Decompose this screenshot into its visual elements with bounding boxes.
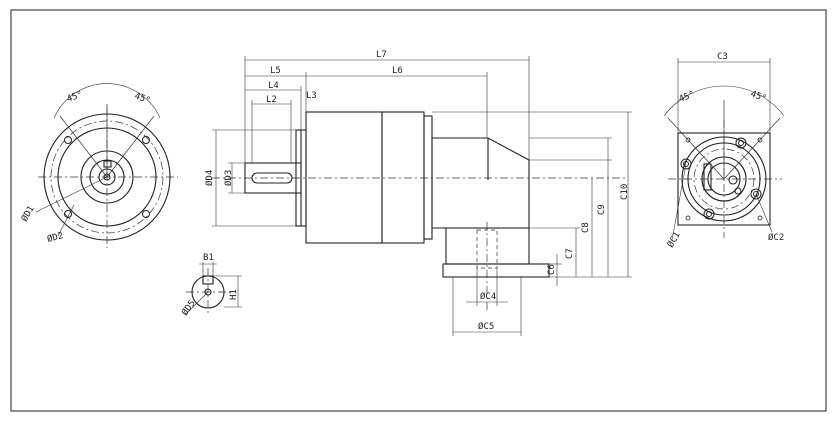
label-b1: B1 [203, 253, 214, 263]
label-l5: L5 [270, 66, 281, 76]
label-l4: L4 [268, 81, 279, 91]
flange-bolt-holes [680, 137, 763, 221]
label-c10: C10 [620, 184, 630, 200]
label-c9: C9 [597, 204, 607, 215]
front-angle-left: 45° [66, 90, 85, 105]
label-l3-small: L3 [306, 91, 317, 101]
label-l7: L7 [376, 50, 387, 60]
label-c8: C8 [581, 222, 591, 233]
label-c5: ØC5 [478, 321, 494, 332]
label-d3: ØD3 [223, 170, 234, 186]
front-view: 45° 45° ØD1 ØD2 [19, 83, 178, 248]
shaft-key-detail: B1 H1 ØD5 [179, 253, 242, 318]
label-d4: ØD4 [204, 170, 215, 186]
flange-view: 45° 45° C3 ØC1 ØC2 [663, 52, 784, 250]
label-c6: C6 [547, 264, 557, 275]
drawing-frame [10, 9, 827, 412]
label-l6: L6 [392, 66, 403, 76]
front-bolt-holes [64, 136, 150, 218]
label-h1: H1 [229, 289, 239, 300]
label-d1: ØD1 [19, 204, 37, 224]
flange-angle-right: 45° [749, 89, 768, 104]
flange-angle-left: 45° [678, 90, 697, 105]
label-c1: ØC1 [665, 230, 683, 250]
front-angle-right: 45° [133, 91, 152, 106]
label-d2: ØD2 [46, 230, 65, 245]
label-c7: C7 [565, 248, 575, 259]
label-c2: ØC2 [768, 232, 784, 243]
label-c3: C3 [717, 52, 728, 62]
label-c4: ØC4 [480, 291, 496, 302]
side-view: L7 L6 L5 L4 L2 L3 ØD4 ØD3 C10 C9 C [204, 50, 632, 336]
label-l2: L2 [266, 95, 277, 105]
